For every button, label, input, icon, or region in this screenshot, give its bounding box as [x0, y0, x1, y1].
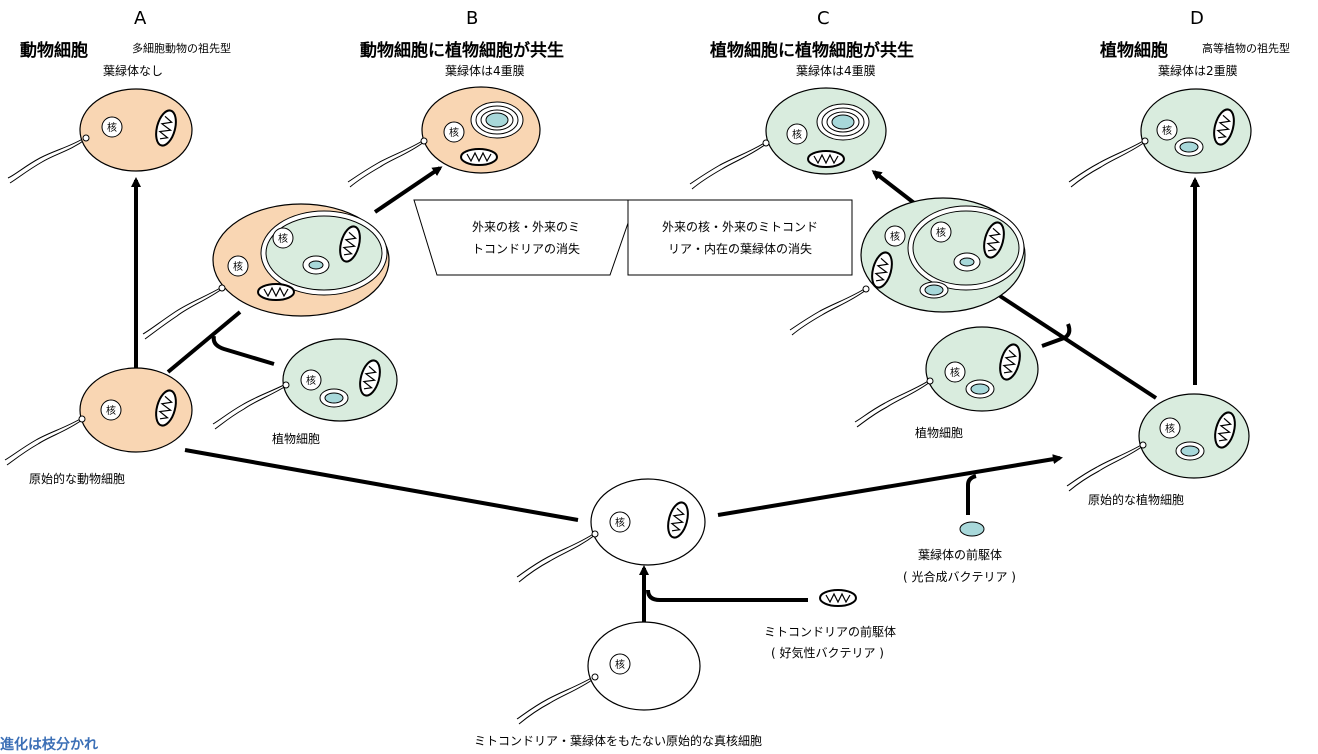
- cell-C: [689, 87, 887, 190]
- cell-D: [1068, 88, 1252, 188]
- label-mito-precursor: ミトコンドリアの前駆体: [764, 625, 897, 639]
- line-center-to-primitive-animal: [184, 448, 579, 522]
- cell-primitive-plant: [1066, 393, 1250, 492]
- branch-plant-into-plant: [1041, 323, 1072, 348]
- column-subtitle-A: 多細胞動物の祖先型: [132, 42, 231, 55]
- cell-plant-engulfing-plant: [789, 197, 1026, 336]
- box-left-text: 外来の核・外来のミ トコンドリアの消失: [471, 220, 580, 256]
- nucleus-label: 核: [306, 374, 316, 387]
- label-plant-cell-left: 植物細胞: [272, 432, 321, 446]
- branch-plant-into-animal: [211, 335, 275, 366]
- nucleus-labels: 核 核 核 核 核 核 核 核 核 核 核 核 核 核: [106, 121, 1175, 671]
- column-letter-D: D: [1190, 8, 1204, 29]
- bottom-left-note: 進化は枝分かれ: [0, 737, 98, 753]
- branch-chloroplast-precursor: [966, 474, 977, 515]
- column-letter-B: B: [466, 8, 479, 29]
- label-primitive-eukaryote: ミトコンドリア・葉緑体をもたない原始的な真核細胞: [474, 734, 763, 748]
- cell-primitive-eukaryote: [516, 621, 701, 725]
- cell-B: [347, 86, 541, 188]
- chloroplast-precursor-icon: [959, 521, 985, 537]
- cell-A: [7, 88, 193, 184]
- line-primitive-plant-to-engulf: [998, 294, 1158, 400]
- nucleus-label: 核: [936, 226, 946, 239]
- label-plant-cell-right: 植物細胞: [915, 426, 964, 440]
- nucleus-label: 核: [1165, 422, 1175, 435]
- column-title-D: 植物細胞: [1100, 41, 1168, 61]
- nucleus-label: 核: [107, 121, 117, 134]
- nucleus-label: 核: [106, 404, 116, 417]
- connector-lines: [131, 166, 1200, 625]
- nucleus-label: 核: [792, 128, 802, 141]
- nucleus-label: 核: [233, 260, 243, 273]
- nucleus-label: 核: [615, 658, 625, 671]
- label-mito-precursor-sub: ( 好気性バクテリア ): [771, 646, 884, 660]
- arrow-engulf-to-B: [373, 166, 443, 214]
- nucleus-label: 核: [615, 516, 625, 529]
- nucleus-label: 核: [278, 232, 288, 245]
- column-title-C: 植物細胞に植物細胞が共生: [710, 41, 914, 61]
- mito-precursor-icon: [819, 589, 857, 607]
- arrow-center-to-primitive-plant: [717, 454, 1063, 517]
- label-primitive-plant: 原始的な植物細胞: [1088, 493, 1185, 507]
- cell-animal-engulfing-plant: [142, 203, 390, 340]
- label-chloroplast-precursor: 葉緑体の前駆体: [918, 548, 1003, 562]
- branch-mito-precursor: [646, 589, 808, 602]
- box-left-shape: [413, 199, 637, 276]
- cell-primitive-animal: [4, 367, 193, 466]
- cell-central-with-mito: [516, 478, 706, 583]
- column-letter-A: A: [134, 8, 147, 29]
- column-note-A: 葉緑体なし: [103, 64, 164, 78]
- column-title-B: 動物細胞に植物細胞が共生: [360, 41, 564, 61]
- nucleus-label: 核: [950, 366, 960, 379]
- label-primitive-animal: 原始的な動物細胞: [29, 472, 126, 486]
- column-note-B: 葉緑体は4重膜: [445, 64, 525, 78]
- column-title-A: 動物細胞: [20, 41, 88, 61]
- cell-plant-right: [854, 326, 1039, 428]
- box-right-shape: [627, 199, 853, 276]
- label-chloroplast-precursor-sub: ( 光合成バクテリア ): [903, 570, 1016, 584]
- nucleus-label: 核: [449, 126, 459, 139]
- arrow-engulf-to-C: [871, 170, 920, 208]
- nucleus-label: 核: [890, 230, 900, 243]
- column-letter-C: C: [817, 8, 830, 29]
- nucleus-label: 核: [1162, 124, 1172, 137]
- cell-plant-left: [212, 338, 398, 430]
- column-subtitle-D: 高等植物の祖先型: [1202, 42, 1290, 55]
- box-right-text: 外来の核・外来のミトコンド リア・内在の葉緑体の消失: [661, 220, 818, 256]
- column-note-C: 葉緑体は4重膜: [796, 64, 876, 78]
- line-primitive-animal-to-engulf: [166, 310, 242, 374]
- column-note-D: 葉緑体は2重膜: [1158, 64, 1238, 78]
